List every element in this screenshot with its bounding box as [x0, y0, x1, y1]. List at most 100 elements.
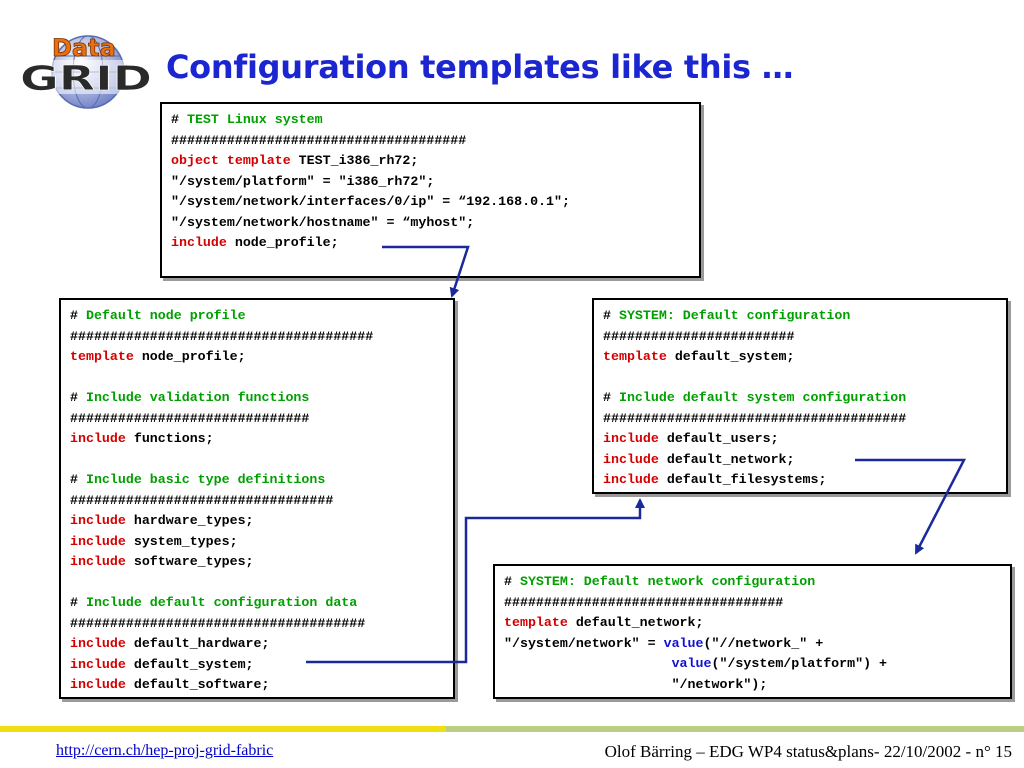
footer-link[interactable]: http://cern.ch/hep-proj-grid-fabric	[56, 742, 274, 759]
code-text: default_network;	[567, 615, 704, 630]
keyword: include	[70, 533, 126, 549]
code-text: node_profile;	[226, 235, 339, 250]
code-line: # Include default system configuration	[603, 388, 1006, 409]
code-line: "/network");	[504, 675, 1010, 696]
code-line: # SYSTEM: Default configuration	[603, 306, 1006, 327]
code-line: include default_hardware;	[70, 634, 453, 655]
code-line: ###################################	[504, 593, 1010, 614]
code-line: template node_profile;	[70, 347, 453, 368]
code-text: "/network");	[504, 676, 768, 692]
slide-title: Configuration templates like this …	[166, 48, 794, 86]
code-line: # Include default configuration data	[70, 593, 453, 614]
keyword: include	[70, 677, 126, 692]
comment-text: Include validation functions	[85, 390, 310, 405]
code-line: include default_system;	[70, 655, 453, 676]
code-text: default_network;	[658, 451, 795, 467]
keyword: include	[603, 431, 659, 446]
code-line: "/system/network/hostname" = “myhost";	[171, 213, 699, 234]
code-line	[70, 368, 453, 389]
code-line	[70, 450, 453, 471]
code-box-default-system: # SYSTEM: Default configuration#########…	[592, 298, 1008, 494]
comment-text: Include default system configuration	[618, 390, 907, 405]
code-line: include functions;	[70, 429, 453, 450]
code-line: include system_types;	[70, 532, 453, 553]
code-line: "/system/platform" = "i386_rh72";	[171, 172, 699, 193]
keyword: include	[603, 451, 659, 467]
code-text: default_system;	[125, 656, 254, 672]
code-line	[603, 368, 1006, 389]
comment-text: SYSTEM: Default network configuration	[519, 574, 816, 589]
code-text: ########################	[603, 328, 795, 344]
keyword: object template	[171, 153, 291, 168]
code-line: ##############################	[70, 409, 453, 430]
code-line: "/system/network" = value("//network_" +	[504, 634, 1010, 655]
footer-credits: Olof Bärring – EDG WP4 status&plans- 22/…	[604, 742, 1012, 761]
code-line: # SYSTEM: Default network configuration	[504, 572, 1010, 593]
code-line: value("/system/platform") +	[504, 654, 1010, 675]
code-text: software_types;	[125, 554, 254, 569]
code-text: default_hardware;	[125, 636, 270, 651]
code-box-default-network: # SYSTEM: Default network configuration#…	[493, 564, 1012, 699]
code-text: #####################################	[70, 615, 366, 631]
function-name: value	[663, 635, 704, 651]
keyword: template	[504, 615, 568, 630]
code-line: # Default node profile	[70, 306, 453, 327]
code-line: template default_network;	[504, 613, 1010, 634]
code-text: ###################################	[504, 594, 784, 610]
footer-bar-green	[446, 726, 1024, 732]
code-text: "/system/platform" = "i386_rh72";	[171, 173, 435, 189]
code-text: ######################################	[70, 328, 374, 344]
code-text: #	[70, 308, 86, 323]
code-line: include hardware_types;	[70, 511, 453, 532]
keyword: include	[70, 636, 126, 651]
code-text: "/system/network/hostname" = “myhost";	[171, 214, 475, 230]
comment-text: Include basic type definitions	[85, 472, 326, 487]
code-text: #	[70, 390, 86, 405]
logo-top-text: Data	[52, 34, 116, 62]
code-text: TEST_i386_rh72;	[290, 153, 419, 168]
keyword: include	[603, 472, 659, 487]
code-line: object template TEST_i386_rh72;	[171, 151, 699, 172]
comment-text: SYSTEM: Default configuration	[618, 308, 851, 323]
footer-bar-yellow	[0, 726, 446, 732]
code-line: ########################	[603, 327, 1006, 348]
code-text: ("/system/platform") +	[711, 656, 888, 671]
code-text: "/system/network/interfaces/0/ip" = “192…	[171, 194, 570, 209]
code-text: #	[603, 390, 619, 405]
code-line: include default_network;	[603, 450, 1006, 471]
code-line	[70, 573, 453, 594]
code-line: #####################################	[171, 131, 699, 152]
code-box-default-node-profile: # Default node profile##################…	[59, 298, 455, 699]
code-text: #####################################	[171, 132, 467, 148]
code-line: ######################################	[70, 327, 453, 348]
code-text: default_software;	[125, 677, 270, 692]
code-line: ######################################	[603, 409, 1006, 430]
code-text: node_profile;	[133, 349, 246, 364]
code-line: include software_types;	[70, 552, 453, 573]
keyword: include	[70, 554, 126, 569]
code-line: include default_software;	[70, 675, 453, 696]
code-text: default_system;	[666, 349, 795, 364]
code-line: "/system/network/interfaces/0/ip" = “192…	[171, 192, 699, 213]
comment-text: TEST Linux system	[186, 112, 323, 127]
comment-text: Include default configuration data	[85, 595, 358, 610]
keyword: template	[70, 349, 134, 364]
code-line: include default_users;	[603, 429, 1006, 450]
comment-text: Default node profile	[85, 308, 246, 323]
code-text: #################################	[70, 492, 334, 508]
function-name: value	[671, 656, 712, 671]
code-text: #	[603, 308, 619, 323]
code-line: #####################################	[70, 614, 453, 635]
logo-bottom-text: GRID	[20, 59, 152, 99]
code-line: template default_system;	[603, 347, 1006, 368]
code-text: #	[504, 574, 520, 589]
code-line: # Include basic type definitions	[70, 470, 453, 491]
code-text: #	[70, 595, 86, 610]
keyword: include	[70, 513, 126, 528]
code-text: ######################################	[603, 410, 907, 426]
code-text: #	[171, 112, 187, 127]
code-text: ##############################	[70, 410, 310, 426]
datagrid-logo: Data GRID	[16, 32, 156, 110]
code-text: hardware_types;	[125, 513, 254, 528]
globe-logo-icon: Data GRID	[18, 34, 154, 109]
